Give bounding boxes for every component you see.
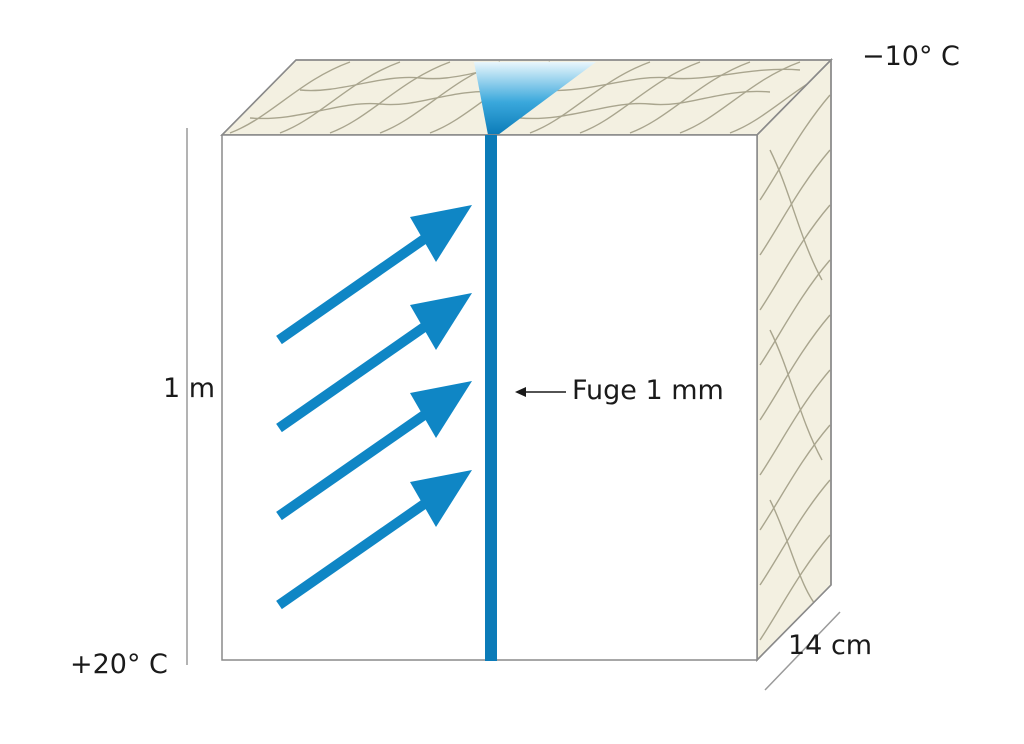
airflow-arrow-4 xyxy=(276,470,472,610)
height-label: 1 m xyxy=(163,373,216,404)
top-insulation-face xyxy=(220,59,833,136)
joint-label: Fuge 1 mm xyxy=(572,375,724,406)
airflow-arrow-3 xyxy=(276,381,472,521)
joint-line xyxy=(485,135,497,661)
cold-temperature-label: −10° C xyxy=(862,41,960,72)
arrow-left-icon xyxy=(515,387,566,397)
depth-label: 14 cm xyxy=(788,630,873,661)
warm-temperature-label: +20° C xyxy=(70,649,168,680)
joint-gap-top xyxy=(474,62,596,135)
depth-dimension-line xyxy=(764,611,841,691)
side-insulation-face xyxy=(756,58,832,662)
arrow-up-right-icon xyxy=(276,205,472,610)
airflow-arrow-2 xyxy=(276,293,472,433)
airflow-arrow-1 xyxy=(276,205,472,345)
